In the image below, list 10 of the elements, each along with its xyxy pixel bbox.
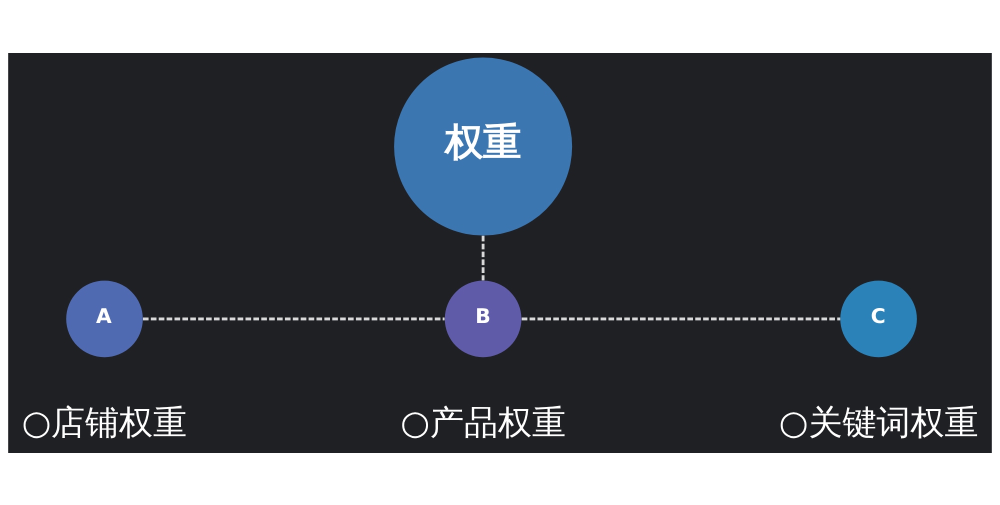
node-circle: 权重 xyxy=(394,57,572,236)
node-circle: B xyxy=(444,280,522,357)
node-circle: A xyxy=(66,280,143,357)
connector xyxy=(142,317,445,320)
connector xyxy=(522,317,840,320)
node-circle: C xyxy=(840,280,917,357)
node-label: ○店铺权重 xyxy=(22,402,188,442)
node-label: ○关键词权重 xyxy=(778,402,978,442)
connector xyxy=(482,235,484,280)
node-label: ○产品权重 xyxy=(400,402,566,442)
